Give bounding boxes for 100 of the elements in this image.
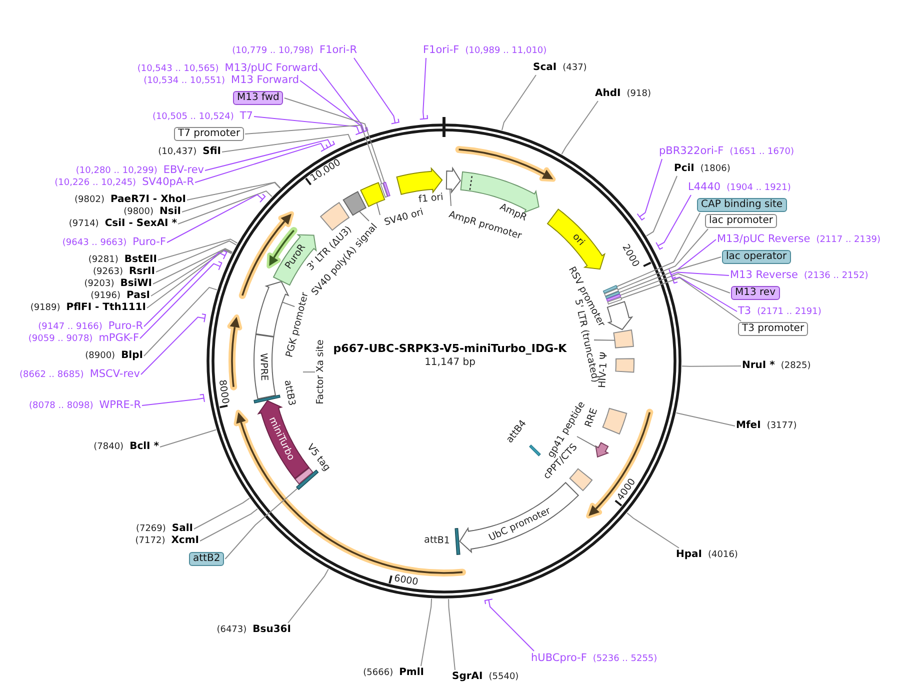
leader-line	[420, 598, 432, 666]
leader-line	[671, 275, 738, 312]
primer-name: F1ori-R	[320, 44, 357, 56]
leader-line	[224, 488, 298, 560]
leader-line	[656, 194, 692, 250]
feature-mark	[604, 288, 619, 297]
primer-range: (9147 .. 9166)	[38, 321, 102, 333]
enzyme-name: NsiI	[160, 206, 181, 218]
leader-line	[194, 498, 250, 530]
feature-label: RRE	[584, 407, 600, 429]
plasmid-name: p667-UBC-SRPK3-V5-miniTurbo_IDG-K	[333, 342, 567, 355]
feature-label: attB1	[424, 536, 450, 546]
feature-tag: CAP binding site	[697, 198, 787, 212]
enzyme-name: BstEII	[124, 254, 157, 266]
cut-position: (5540)	[488, 671, 519, 683]
cut-position: (9714)	[68, 218, 99, 230]
primer-name: F1ori-F	[423, 44, 460, 56]
enzyme-name: BsiWI	[120, 278, 152, 290]
cut-position: (9263)	[93, 266, 123, 278]
feature-mark	[607, 296, 622, 305]
feature-label: Factor Xa site	[316, 340, 326, 404]
leader-line	[636, 158, 662, 221]
primer-name: M13/pUC Forward	[224, 62, 318, 74]
cut-position: (437)	[562, 62, 587, 74]
feature-label: HIV-1 Ψ	[598, 352, 610, 388]
primer-name: Puro-R	[108, 320, 143, 332]
primer-range: (2171 .. 2191)	[757, 306, 822, 318]
leader-line	[142, 394, 205, 406]
primer-name: M13 Reverse	[730, 269, 798, 281]
cut-position: (3177)	[766, 420, 797, 432]
primer-range: (10,989 .. 11,010)	[465, 45, 547, 57]
leader-line	[140, 313, 206, 375]
cut-position: (1806)	[700, 163, 730, 175]
cut-position: (9281)	[88, 254, 118, 266]
primer-name: pBR322ori-F	[659, 145, 724, 157]
primer-name: mPGK-F	[98, 332, 139, 344]
cut-position: (9802)	[74, 194, 104, 206]
primer-range: (10,543 .. 10,565)	[137, 63, 219, 75]
leader-line	[681, 366, 742, 367]
feature-tag: T7 promoter	[174, 127, 244, 141]
feature-label: f1 ori	[418, 192, 444, 206]
leader-line	[152, 248, 233, 284]
primer-range: (10,534 .. 10,551)	[144, 75, 226, 87]
feature-label: WPRE	[258, 352, 268, 381]
enzyme-name: BlpI	[121, 350, 143, 362]
feature-tag: M13 rev	[731, 286, 780, 300]
primer-range: (10,280 .. 10,299)	[76, 165, 158, 177]
leader-line	[160, 429, 217, 448]
feature-tag: attB2	[189, 552, 224, 566]
primer-name: SV40pA-R	[142, 176, 194, 188]
feature-tag: lac operator	[722, 250, 791, 264]
leader-line	[561, 100, 598, 155]
enzyme-name: SalI	[172, 523, 193, 535]
leader-line	[669, 270, 730, 279]
primer-range: (10,226 .. 10,245)	[54, 177, 136, 189]
primer-range: (2136 .. 2152)	[804, 270, 868, 282]
feature-mark	[380, 182, 388, 198]
primer-name: hUBCpro-F	[531, 652, 587, 664]
primer-name: M13 Forward	[231, 74, 299, 86]
primer-range: (5236 .. 5255)	[592, 653, 658, 665]
leader-line	[144, 250, 228, 327]
cut-position: (10,437)	[158, 146, 197, 158]
primer-range: (1904 .. 1921)	[726, 182, 791, 194]
scale-label: 6000	[393, 574, 419, 588]
cut-position: (918)	[626, 88, 651, 100]
primer-range: (9643 .. 9663)	[62, 237, 127, 249]
leader-line	[618, 256, 722, 294]
cut-position: (6473)	[216, 624, 247, 636]
enzyme-name: PflFI - Tth111I	[66, 302, 146, 314]
leader-line	[616, 212, 700, 288]
primer-name: T7	[240, 110, 253, 122]
leader-line	[354, 58, 400, 124]
primer-name: L4440	[688, 181, 721, 193]
leader-line	[156, 240, 237, 272]
primer-name: T3	[738, 305, 752, 317]
primer-name: MSCV-rev	[90, 368, 140, 380]
enzyme-name: SgrAI	[452, 671, 483, 683]
cut-position: (4016)	[708, 549, 738, 561]
primer-range: (10,505 .. 10,524)	[152, 111, 234, 123]
enzyme-name: PaeR7I - XhoI	[110, 194, 186, 206]
leader-line	[144, 286, 218, 356]
enzyme-name: BclI *	[130, 441, 159, 453]
sequence-length: 11,147 bp	[424, 357, 476, 369]
leader-line	[626, 512, 680, 548]
leader-line	[620, 277, 742, 322]
feature-label: attB3	[282, 379, 296, 407]
leader-line	[178, 190, 272, 224]
primer-name: Puro-F	[132, 236, 166, 248]
cut-position: (7840)	[94, 441, 124, 453]
enzyme-name: ScaI	[533, 62, 557, 74]
leader-line	[150, 248, 232, 296]
leader-line	[646, 176, 678, 236]
leader-line	[222, 134, 352, 152]
primer-range: (1651 .. 1670)	[730, 146, 794, 158]
leader-line	[318, 68, 368, 134]
cut-position: (9203)	[84, 278, 114, 290]
leader-line	[501, 74, 536, 131]
primer-range: (8078 .. 8098)	[28, 400, 94, 412]
leader-line	[300, 80, 368, 134]
leader-line	[617, 228, 708, 290]
